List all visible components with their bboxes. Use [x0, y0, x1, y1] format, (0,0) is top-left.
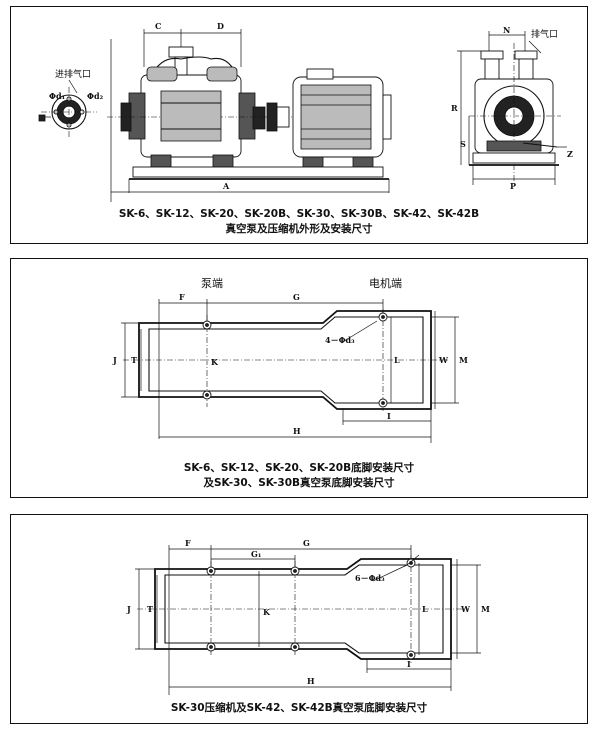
label-T: T [131, 355, 137, 365]
panel-outline-drawing: 进排气口 Φd₁ Φd₂ C D [10, 6, 588, 244]
caption-panel2-line1: SK-6、SK-12、SK-20、SK-20B底脚安装尺寸 [183, 462, 415, 474]
label-R: R [451, 103, 458, 113]
caption-panel1-line2: 真空泵及压缩机外形及安装尺寸 [225, 223, 373, 235]
panel-base-4holes: 泵端 电机端 F G 4－Φd₃ J T K L [10, 258, 588, 498]
label-L: L [394, 355, 400, 365]
caption-panel1-line1: SK-6、SK-12、SK-20、SK-20B、SK-30、SK-30B、SK-… [118, 208, 480, 220]
outline-drawing-svg: 进排气口 Φd₁ Φd₂ C D [38, 21, 573, 202]
label-G: G [293, 292, 300, 302]
label-holes: 6－Φd₃ [355, 573, 385, 583]
label-P: P [510, 181, 516, 191]
base-4holes-svg: 泵端 电机端 F G 4－Φd₃ J T K L [112, 276, 468, 443]
label-outlet: 排气口 [531, 28, 558, 40]
label-M: M [459, 355, 468, 365]
label-A: A [222, 181, 230, 191]
caption-panel3: SK-30压缩机及SK-42、SK-42B真空泵底脚安装尺寸 [170, 702, 428, 714]
label-d1: Φd₁ [49, 91, 65, 101]
label-Z: Z [567, 149, 573, 159]
label-M: M [481, 604, 490, 614]
label-J: J [126, 604, 131, 614]
label-motor-end: 电机端 [369, 276, 402, 290]
label-S: S [460, 139, 466, 149]
label-J: J [112, 355, 117, 365]
label-G: G [303, 538, 310, 548]
flange-detail: 进排气口 Φd₁ Φd₂ [38, 68, 104, 137]
label-W: W [438, 355, 449, 365]
label-D: D [217, 21, 224, 31]
label-W: W [460, 604, 471, 614]
label-I: I [387, 411, 391, 421]
label-pump-end: 泵端 [201, 277, 223, 290]
label-H: H [307, 676, 315, 686]
label-holes: 4－Φd₃ [325, 335, 355, 345]
label-inlet-outlet: 进排气口 [55, 68, 91, 80]
caption-panel2-line2: 及SK-30、SK-30B真空泵底脚安装尺寸 [203, 477, 395, 489]
label-L: L [422, 604, 428, 614]
label-K: K [263, 607, 271, 617]
label-F: F [185, 538, 191, 548]
side-view: N 排气口 Z R S [451, 25, 573, 191]
label-H: H [293, 426, 301, 436]
label-F: F [179, 292, 185, 302]
panel-base-6holes: F G₁ G 6－Φd₃ J T K L W [10, 514, 588, 724]
label-d2: Φd₂ [87, 91, 104, 101]
label-K: K [211, 357, 219, 367]
label-G1: G₁ [251, 549, 261, 559]
front-view: C D [107, 21, 392, 202]
label-I: I [407, 659, 411, 669]
label-T: T [147, 604, 153, 614]
label-N: N [503, 25, 510, 35]
label-C: C [155, 21, 161, 31]
base-6holes-svg: F G₁ G 6－Φd₃ J T K L W [126, 538, 490, 695]
